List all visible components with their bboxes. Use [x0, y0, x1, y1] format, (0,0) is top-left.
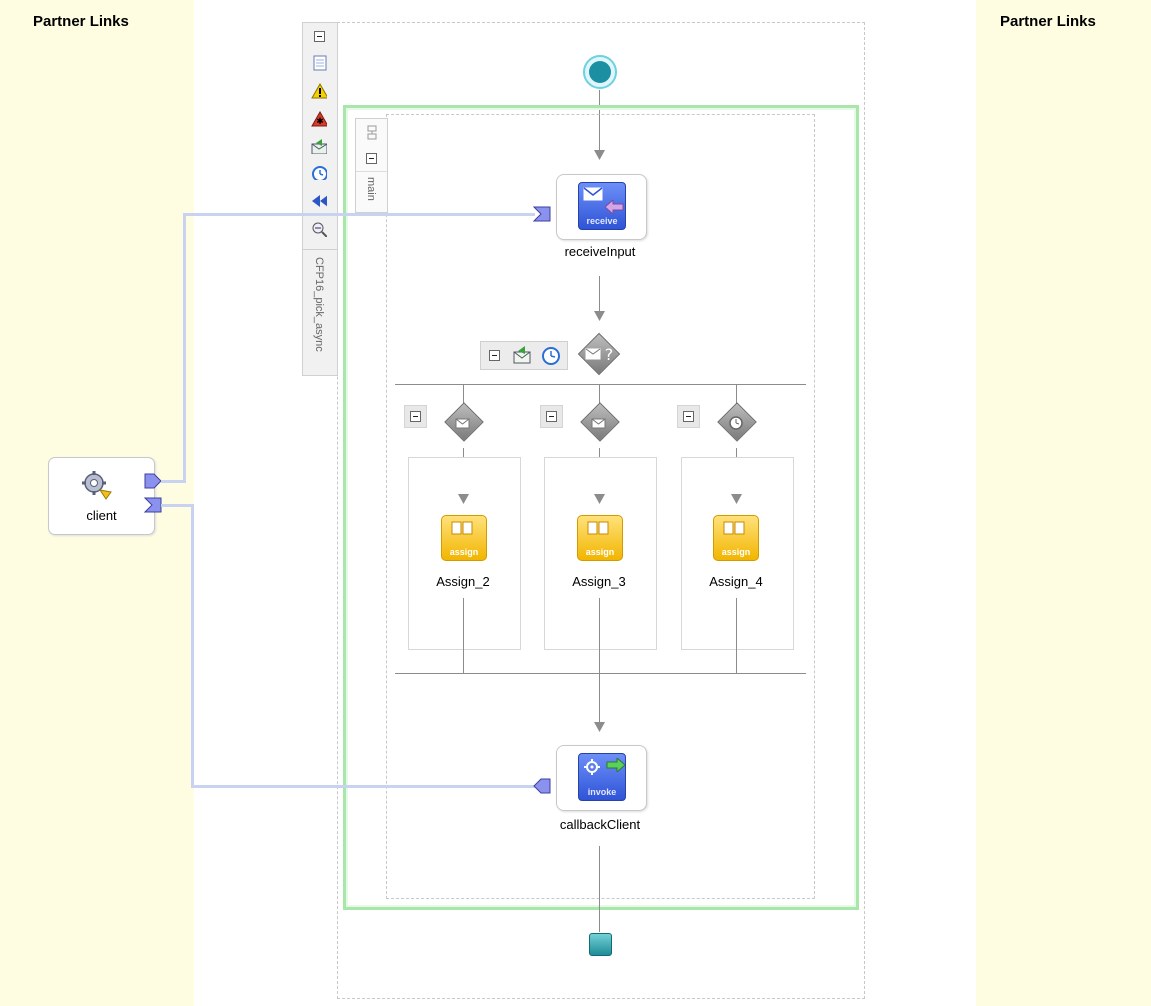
onmessage-icon-1	[455, 418, 470, 429]
add-onalarm-icon[interactable]	[540, 344, 562, 366]
receive-activity[interactable]: receive	[556, 174, 647, 240]
arrow-head	[458, 494, 469, 504]
alarm-timer-icon[interactable]	[311, 164, 327, 180]
document-icon[interactable]	[312, 55, 328, 71]
flow-line	[736, 384, 737, 404]
scope-expand-icon[interactable]	[366, 125, 378, 141]
assign-2-icon[interactable]: assign	[441, 515, 487, 561]
collapse-branch-3-button[interactable]	[677, 405, 700, 428]
receive-activity-label: receiveInput	[564, 244, 636, 259]
partner-link-wire	[191, 785, 535, 788]
assign-4-icon-word: assign	[721, 547, 751, 557]
gear-icon	[584, 759, 600, 775]
add-onmessage-icon[interactable]	[513, 345, 533, 365]
end-event[interactable]	[589, 933, 612, 956]
collapse-process-button[interactable]	[314, 31, 325, 42]
process-toolbar: ✱ CFP16_pick_async	[302, 22, 338, 376]
pick-toolbar	[480, 341, 568, 370]
scope-toolbar-divider	[356, 171, 387, 172]
onalarm-timer-icon	[729, 416, 743, 430]
arrow-head	[594, 311, 605, 321]
assign-docs-icon	[587, 521, 609, 535]
flow-line	[599, 598, 600, 674]
partner-service-gear-icon	[82, 471, 112, 500]
arrow-head	[594, 722, 605, 732]
client-partner-link-label: client	[86, 508, 117, 523]
partner-link-wire	[183, 213, 535, 216]
process-name-label: CFP16_pick_async	[313, 257, 325, 352]
collapse-pick-button[interactable]	[489, 350, 500, 361]
arrow-head	[731, 494, 742, 504]
collapse-scope-button[interactable]	[366, 153, 377, 164]
message-event-icon[interactable]	[311, 138, 327, 154]
branch-split-line	[395, 384, 806, 385]
assign-docs-icon	[451, 521, 473, 535]
onmessage-icon-2	[591, 418, 606, 429]
main-scope[interactable]	[343, 105, 859, 910]
partner-links-title-left: Partner Links	[33, 13, 129, 30]
flow-line	[599, 90, 600, 152]
invoke-port[interactable]	[533, 778, 551, 794]
assign-4-label: Assign_4	[709, 574, 763, 589]
flow-line	[599, 846, 600, 932]
assign-3-icon[interactable]: assign	[577, 515, 623, 561]
invoke-icon-word: invoke	[587, 787, 617, 797]
flow-line	[463, 598, 464, 674]
assign-3-label: Assign_3	[572, 574, 626, 589]
scope-toolbar: main	[355, 118, 388, 213]
receive-port[interactable]	[533, 206, 551, 222]
assign-3-icon-word: assign	[585, 547, 615, 557]
assign-2-icon-word: assign	[449, 547, 479, 557]
partner-link-wire	[183, 213, 186, 483]
start-event[interactable]	[582, 54, 618, 90]
flow-line	[463, 384, 464, 404]
inbound-arrow-icon	[605, 200, 624, 214]
main-scope-inner	[386, 114, 815, 899]
error-icon[interactable]: ✱	[311, 111, 327, 127]
svg-text:?: ?	[605, 345, 614, 364]
scope-label: main	[365, 177, 377, 201]
client-partner-link[interactable]: client	[48, 457, 155, 535]
flow-line	[736, 598, 737, 674]
svg-text:✱: ✱	[316, 117, 324, 127]
arrow-head	[594, 150, 605, 160]
warning-icon[interactable]	[311, 83, 327, 99]
flow-line	[599, 674, 600, 724]
branch-merge-line	[395, 673, 806, 674]
partner-link-output-port[interactable]	[144, 497, 162, 513]
zoom-out-icon[interactable]	[311, 221, 327, 237]
partner-link-wire	[191, 504, 194, 788]
toolbar-divider	[303, 249, 337, 250]
pick-gateway-glyph-icon: ?	[585, 345, 614, 364]
invoke-activity[interactable]: invoke	[556, 745, 647, 811]
assign-2-label: Assign_2	[436, 574, 490, 589]
assign-docs-icon	[723, 521, 745, 535]
envelope-icon	[583, 187, 603, 201]
process-boundary	[337, 22, 865, 999]
partner-link-wire	[161, 504, 193, 507]
invoke-icon: invoke	[578, 753, 626, 801]
collapse-branch-2-button[interactable]	[540, 405, 563, 428]
invoke-activity-label: callbackClient	[559, 817, 641, 832]
outbound-arrow-icon	[606, 758, 625, 772]
receive-icon: receive	[578, 182, 626, 230]
collapse-branch-1-button[interactable]	[404, 405, 427, 428]
partner-links-title-right: Partner Links	[1000, 13, 1096, 30]
arrow-head	[594, 494, 605, 504]
partner-link-input-port[interactable]	[144, 473, 162, 489]
partner-link-wire	[161, 480, 185, 483]
flow-line	[599, 276, 600, 313]
assign-4-icon[interactable]: assign	[713, 515, 759, 561]
flow-line	[599, 384, 600, 404]
receive-icon-word: receive	[586, 216, 618, 226]
partner-links-lane-right: Partner Links	[976, 0, 1151, 1006]
compensate-icon[interactable]	[311, 193, 327, 209]
